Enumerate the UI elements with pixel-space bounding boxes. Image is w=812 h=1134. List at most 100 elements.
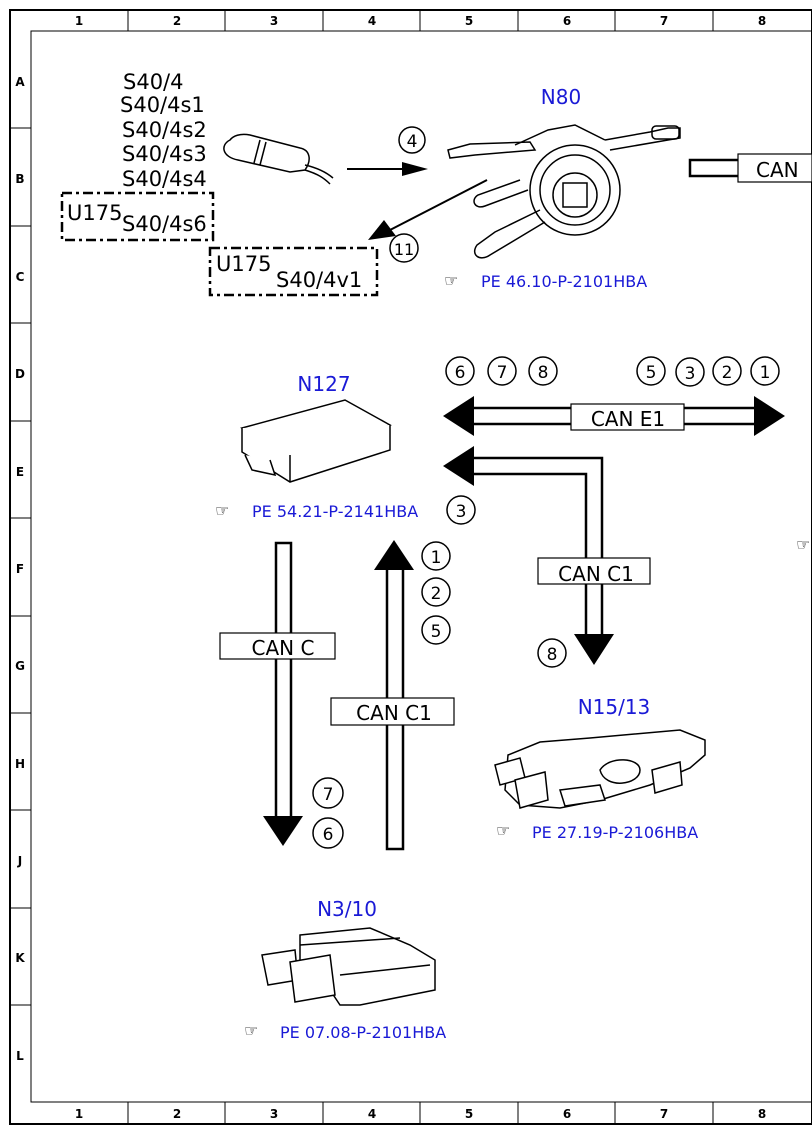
- signal-circle: [445, 356, 475, 386]
- signal-circle: [636, 356, 666, 386]
- arrowhead-down: [263, 816, 303, 846]
- arrowhead: [402, 162, 428, 176]
- outer-frame: [9, 9, 812, 1125]
- can-c1-up-label: CAN C1: [356, 701, 432, 725]
- column-labels-bottom: 1 2 3 4 5 6 7 8: [75, 1107, 766, 1121]
- signal-number: 8: [547, 645, 558, 665]
- signal-circle: [312, 777, 344, 809]
- col-label: 3: [270, 14, 278, 28]
- signal-circle: [446, 495, 476, 525]
- signal-number: 3: [456, 502, 467, 522]
- n15-13-reference: PE 27.19-P-2106HBA: [532, 823, 698, 842]
- arrow-out-n80: [389, 179, 488, 231]
- can-e1-label: CAN E1: [591, 407, 665, 431]
- pointing-hand-icon: ☞: [796, 535, 810, 554]
- column-labels-top: 1 2 3 4 5 6 7 8: [75, 14, 766, 28]
- row-label: G: [15, 659, 25, 673]
- signal-circle: [675, 357, 705, 387]
- signal-circles-e1-right: 5 3 2 1: [636, 356, 780, 387]
- switch-label: S40/4s4: [122, 167, 207, 191]
- signal-circle: [487, 356, 517, 386]
- u175-box-2: [208, 246, 379, 297]
- n15-13-drawing: [494, 729, 706, 809]
- n80-drawing: [447, 124, 681, 259]
- can-c-bus: [274, 541, 293, 820]
- row-label: K: [15, 951, 25, 965]
- n127-label: N127: [297, 372, 350, 396]
- col-label: 6: [563, 14, 571, 28]
- signal-number: 1: [431, 548, 442, 568]
- u175-code-2: U175: [216, 252, 271, 276]
- col-label: 5: [465, 14, 473, 28]
- row-label: H: [15, 757, 25, 771]
- n80-reference: PE 46.10-P-2101HBA: [481, 272, 647, 291]
- switch-label: S40/4: [123, 70, 184, 94]
- signal-circle: [421, 577, 451, 607]
- signal-circle: [537, 638, 567, 668]
- can-c1-right-box: [537, 557, 651, 585]
- n3-10-drawing: [261, 927, 436, 1006]
- signal-number: 3: [685, 364, 696, 384]
- signal-number: 11: [394, 240, 414, 259]
- row-label: B: [15, 172, 24, 186]
- n80-label: N80: [541, 85, 581, 109]
- n15-13-label: N15/13: [578, 695, 651, 719]
- signal-circle: [421, 541, 451, 571]
- pointing-hand-icon: ☞: [215, 501, 229, 520]
- arrowhead-right: [754, 396, 785, 436]
- can-c1-up-box: [330, 697, 455, 726]
- n3-10-label: N3/10: [317, 897, 377, 921]
- can-top-label: CAN: [756, 158, 799, 182]
- can-top-box: [737, 153, 812, 183]
- arrowhead-down: [574, 634, 614, 665]
- signal-circle: [712, 356, 742, 386]
- col-label: 2: [173, 1107, 181, 1121]
- arrowhead-left: [443, 396, 474, 436]
- col-label: 1: [75, 14, 83, 28]
- signal-number: 2: [722, 363, 733, 383]
- row-label: C: [16, 270, 25, 284]
- can-e1-box: [570, 403, 685, 431]
- signal-number: 7: [497, 363, 508, 383]
- col-label: 2: [173, 14, 181, 28]
- switch-label: S40/4s1: [120, 93, 205, 117]
- can-c-box: [219, 632, 336, 660]
- row-label: L: [16, 1049, 24, 1063]
- signal-number: 4: [407, 132, 418, 152]
- switch-label-list: S40/4 S40/4s1 S40/4s2 S40/4s3 S40/4s4 S4…: [120, 70, 207, 236]
- signal-circle: [528, 356, 558, 386]
- signal-circle: [750, 356, 780, 386]
- col-label: 7: [660, 1107, 668, 1121]
- signal-number: 6: [323, 825, 334, 845]
- row-label: F: [16, 562, 24, 576]
- can-bus-stub: [688, 158, 742, 178]
- signal-number: 5: [431, 622, 442, 642]
- pointing-hand-icon: ☞: [244, 1021, 258, 1040]
- signal-number: 8: [538, 363, 549, 383]
- signal-circle: [312, 817, 344, 849]
- col-label: 4: [368, 14, 376, 28]
- grid-ticks: [10, 10, 714, 1124]
- stalk-switch-drawing: [223, 133, 334, 185]
- col-label: 6: [563, 1107, 571, 1121]
- col-label: 8: [758, 1107, 766, 1121]
- pointing-hand-icon: ☞: [496, 821, 510, 840]
- col-label: 3: [270, 1107, 278, 1121]
- col-label: 7: [660, 14, 668, 28]
- inner-frame: [30, 30, 812, 1103]
- signal-circles-e1-left: 6 7 8: [445, 356, 558, 386]
- pointing-hand-icon: ☞: [444, 271, 458, 290]
- signal-number: 2: [431, 584, 442, 604]
- switch-label: S40/4s2: [122, 118, 207, 142]
- arrowhead-left: [443, 446, 474, 486]
- n3-10-reference: PE 07.08-P-2101HBA: [280, 1023, 446, 1042]
- signal-circle: [398, 126, 426, 154]
- row-label: J: [17, 854, 22, 868]
- row-label: A: [15, 75, 25, 89]
- signal-circle: [421, 615, 451, 645]
- signal-number: 1: [760, 363, 771, 383]
- col-label: 5: [465, 1107, 473, 1121]
- n127-drawing: [240, 399, 392, 483]
- u175-box-1: [60, 191, 215, 242]
